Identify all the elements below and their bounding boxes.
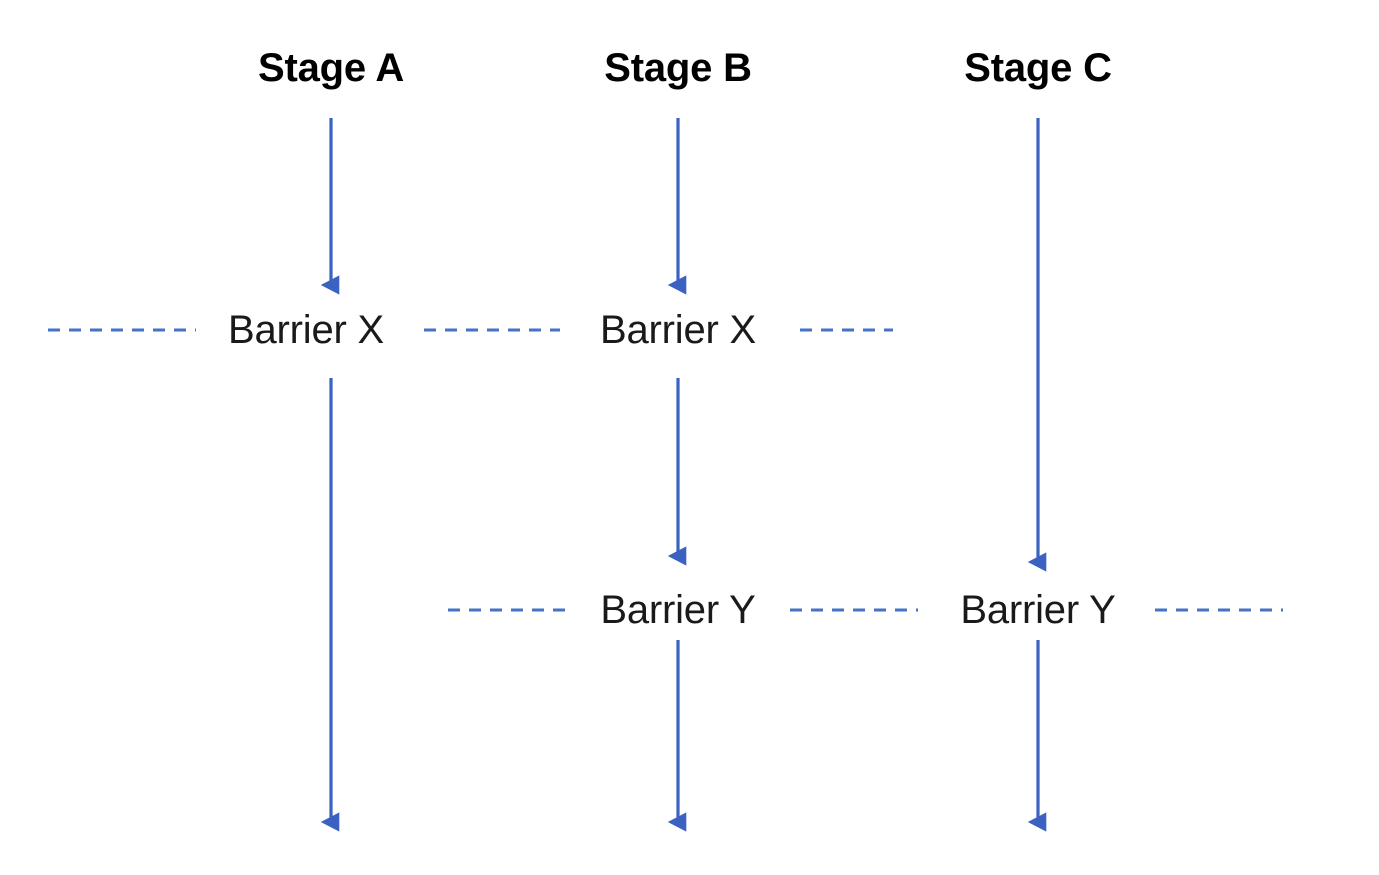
barrier-node-x-stage-b: Barrier X — [585, 310, 771, 350]
arrow-layer — [320, 118, 1047, 832]
barrier-node-y-stage-c: Barrier Y — [946, 590, 1130, 630]
barrier-node-x-stage-a: Barrier X — [213, 310, 399, 350]
stage-header-c: Stage C — [964, 46, 1112, 90]
stage-header-a: Stage A — [257, 46, 405, 90]
dashed-link-layer — [48, 328, 1283, 612]
stage-header-b: Stage B — [604, 46, 752, 90]
barrier-node-y-stage-b: Barrier Y — [586, 590, 770, 630]
